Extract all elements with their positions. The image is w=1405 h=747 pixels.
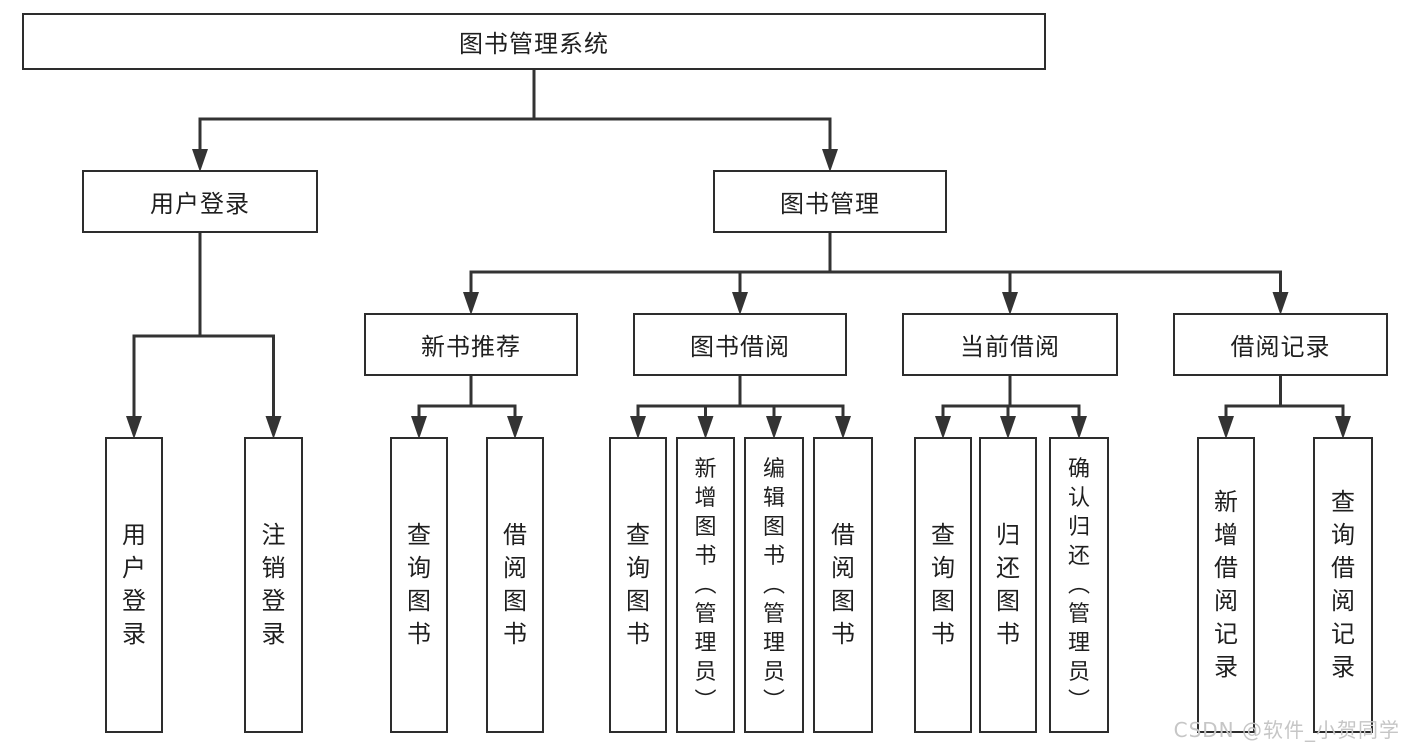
- arrowhead-icon: [126, 416, 142, 439]
- node-book-mgmt: 图书管理: [713, 170, 947, 233]
- arrowhead-icon: [411, 416, 427, 439]
- node-current-borrow: 当前借阅: [902, 313, 1118, 376]
- arrowhead-icon: [935, 416, 951, 439]
- node-cb-confirm: 确 认 归 还 ︵ 管 理 员 ︶: [1049, 437, 1109, 733]
- node-bb-query: 查 询 图 书: [609, 437, 667, 733]
- arrowhead-icon: [697, 416, 714, 439]
- node-borrow-records: 借阅记录: [1173, 313, 1388, 376]
- watermark: CSDN @软件_小贺同学: [1173, 718, 1400, 742]
- arrowhead-icon: [192, 149, 208, 172]
- arrowhead-icon: [463, 292, 479, 315]
- node-cb-return: 归 还 图 书: [979, 437, 1037, 733]
- node-br-query: 查 询 借 阅 记 录: [1313, 437, 1373, 733]
- node-book-borrow: 图书借阅: [633, 313, 847, 376]
- node-new-book-rec: 新书推荐: [364, 313, 578, 376]
- node-user-login: 用户登录: [82, 170, 318, 233]
- arrowhead-icon: [1002, 292, 1018, 315]
- node-bb-borrow: 借 阅 图 书: [813, 437, 873, 733]
- arrowhead-icon: [1071, 416, 1087, 439]
- arrowhead-icon: [1000, 416, 1016, 439]
- arrowhead-icon: [732, 292, 748, 315]
- arrowhead-icon: [835, 416, 851, 439]
- node-br-add: 新 增 借 阅 记 录: [1197, 437, 1255, 733]
- node-bb-add: 新 增 图 书 ︵ 管 理 员 ︶: [676, 437, 735, 733]
- node-nbr-borrow: 借 阅 图 书: [486, 437, 544, 733]
- arrowhead-icon: [822, 149, 838, 172]
- arrowhead-icon: [1218, 416, 1234, 439]
- arrowhead-icon: [1272, 292, 1289, 315]
- node-logout: 注 销 登 录: [244, 437, 303, 733]
- arrowhead-icon: [1335, 416, 1351, 439]
- node-bb-edit: 编 辑 图 书 ︵ 管 理 员 ︶: [744, 437, 804, 733]
- node-root: 图书管理系统: [22, 13, 1046, 70]
- node-cb-query: 查 询 图 书: [914, 437, 972, 733]
- arrowhead-icon: [630, 416, 646, 439]
- arrowhead-icon: [507, 416, 523, 439]
- node-login: 用 户 登 录: [105, 437, 163, 733]
- arrowhead-icon: [265, 416, 282, 439]
- arrowhead-icon: [766, 416, 782, 439]
- node-nbr-query: 查 询 图 书: [390, 437, 448, 733]
